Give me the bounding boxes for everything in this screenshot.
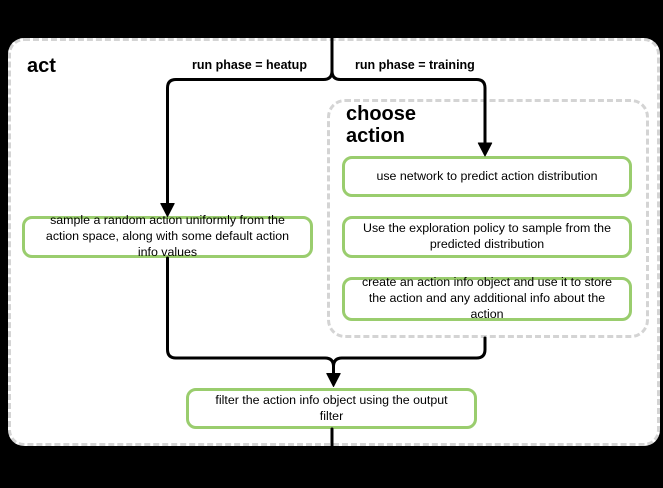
choose-action-title: choose action	[346, 103, 417, 147]
node-filter-action-info-label: filter the action info object using the …	[215, 392, 448, 423]
node-predict-action-distribution-label: use network to predict action distributi…	[376, 168, 598, 183]
node-predict-action-distribution: use network to predict action distributi…	[342, 156, 632, 197]
node-sample-random-action-label: sample a random action uniformly from th…	[45, 213, 290, 259]
node-exploration-policy-sample: Use the exploration policy to sample fro…	[342, 216, 632, 258]
branch-label-training: run phase = training	[355, 58, 475, 72]
node-filter-action-info: filter the action info object using the …	[186, 388, 477, 429]
node-create-action-info-object: create an action info object and use it …	[342, 275, 632, 321]
branch-label-heatup: run phase = heatup	[192, 58, 307, 72]
choose-action-group	[327, 99, 649, 338]
node-create-action-info-object-label: create an action info object and use it …	[361, 275, 613, 321]
node-exploration-policy-sample-label: Use the exploration policy to sample fro…	[363, 221, 611, 251]
act-title: act	[27, 55, 56, 77]
node-sample-random-action: sample a random action uniformly from th…	[22, 213, 313, 259]
